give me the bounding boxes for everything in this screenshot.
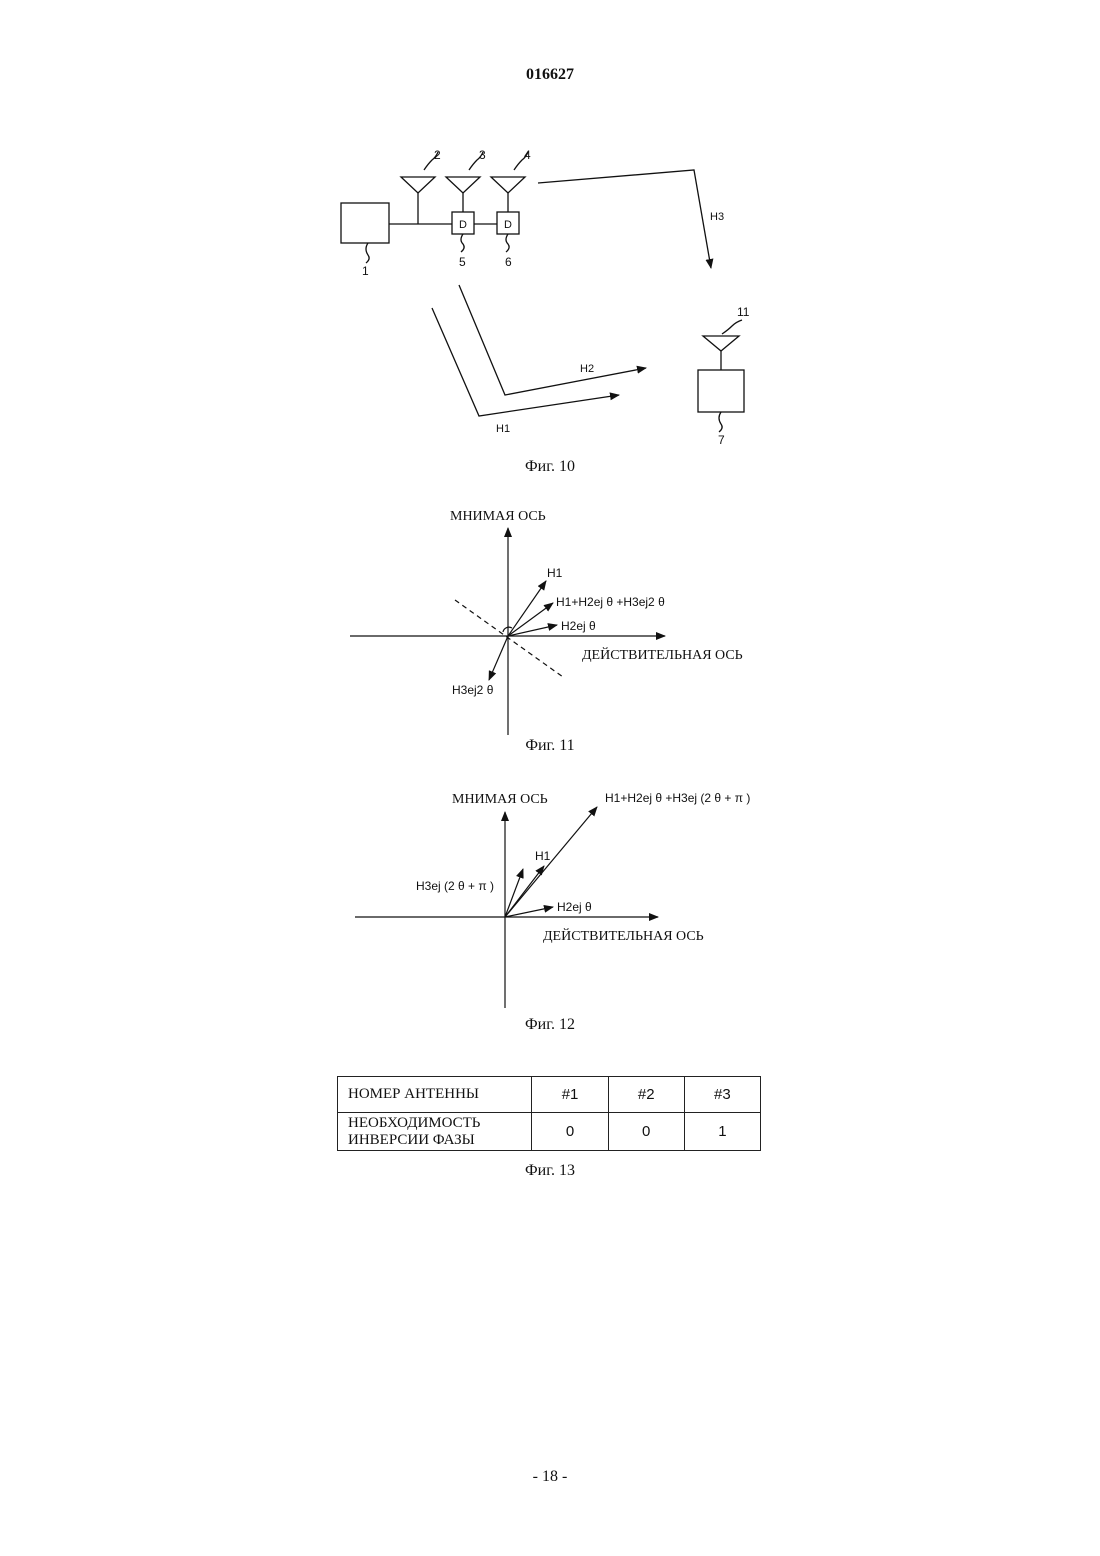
fig11-h2-label: H2ej θ — [561, 619, 596, 633]
fig13-table: НОМЕР АНТЕННЫ #1 #2 #3 НЕОБХОДИМОСТЬ ИНВ… — [337, 1076, 761, 1151]
inversion-cell: 0 — [532, 1113, 608, 1151]
antenna-cell: #1 — [532, 1077, 608, 1113]
antenna-number-header: НОМЕР АНТЕННЫ — [338, 1077, 532, 1113]
dashed-line — [455, 600, 563, 677]
antenna-3-icon — [446, 177, 480, 193]
label-4: 4 — [524, 148, 531, 162]
antenna-11-icon — [703, 336, 739, 351]
fig12-imag-label: МНИМАЯ ОСЬ — [452, 792, 548, 807]
fig13-caption: Фиг. 13 — [0, 1162, 1100, 1180]
label-1: 1 — [362, 264, 369, 278]
phase-inversion-header: НЕОБХОДИМОСТЬ ИНВЕРСИИ ФАЗЫ — [338, 1113, 532, 1151]
fig12-diagram: МНИМАЯ ОСЬ ДЕЙСТВИТЕЛЬНАЯ ОСЬ H1+H2ej θ … — [0, 780, 1100, 1020]
phase-inversion-line2: ИНВЕРСИИ ФАЗЫ — [348, 1132, 475, 1148]
path-label-h2: H2 — [580, 363, 594, 375]
label-5: 5 — [459, 255, 466, 269]
fig11-caption: Фиг. 11 — [0, 737, 1100, 755]
fig12-real-label: ДЕЙСТВИТЕЛЬНАЯ ОСЬ — [543, 927, 704, 944]
fig12-sum-label: H1+H2ej θ +H3ej (2 θ + π ) — [605, 791, 750, 805]
label-6: 6 — [505, 255, 512, 269]
fig11-real-label: ДЕЙСТВИТЕЛЬНАЯ ОСЬ — [582, 646, 743, 663]
table-row: НОМЕР АНТЕННЫ #1 #2 #3 — [338, 1077, 761, 1113]
fig10-caption: Фиг. 10 — [0, 458, 1100, 476]
label-2: 2 — [434, 148, 441, 162]
transmitter-box — [341, 203, 389, 243]
page-number: - 18 - — [0, 1468, 1100, 1486]
fig11-h1-label: H1 — [547, 566, 563, 580]
fig12-h3-label: H3ej (2 θ + π ) — [416, 879, 494, 893]
fig11-imag-label: МНИМАЯ ОСЬ — [450, 509, 546, 524]
path-h2 — [459, 285, 646, 395]
fig12-h2-label: H2ej θ — [557, 900, 592, 914]
delay-label-5: D — [459, 219, 467, 231]
path-h3 — [538, 170, 711, 268]
inversion-cell: 1 — [684, 1113, 760, 1151]
antenna-cell: #2 — [608, 1077, 684, 1113]
path-label-h1: H1 — [496, 423, 510, 435]
vector-h1 — [508, 581, 546, 636]
label-11: 11 — [737, 305, 750, 319]
fig11-sum-label: H1+H2ej θ +H3ej2 θ — [556, 595, 665, 609]
fig10-diagram: 1 2 3 4 5 6 11 7 D D H3 H2 H1 — [0, 0, 1100, 460]
path-h1 — [432, 308, 619, 416]
label-3: 3 — [479, 148, 486, 162]
vector-h3 — [505, 869, 523, 917]
path-label-h3: H3 — [710, 211, 724, 223]
receiver-box — [698, 370, 744, 412]
fig11-diagram: МНИМАЯ ОСЬ ДЕЙСТВИТЕЛЬНАЯ ОСЬ H1 H1+H2ej… — [0, 500, 1100, 740]
antenna-cell: #3 — [684, 1077, 760, 1113]
table-row: НЕОБХОДИМОСТЬ ИНВЕРСИИ ФАЗЫ 0 0 1 — [338, 1113, 761, 1151]
phase-inversion-line1: НЕОБХОДИМОСТЬ — [348, 1115, 480, 1131]
antenna-2-icon — [401, 177, 435, 193]
vector-h1 — [505, 866, 544, 917]
fig12-h1-label: H1 — [535, 849, 551, 863]
inversion-cell: 0 — [608, 1113, 684, 1151]
fig12-caption: Фиг. 12 — [0, 1016, 1100, 1034]
fig11-h3-label: H3ej2 θ — [452, 683, 494, 697]
vector-h3 — [489, 636, 508, 680]
antenna-4-icon — [491, 177, 525, 193]
delay-label-6: D — [504, 219, 512, 231]
label-7: 7 — [718, 433, 725, 447]
